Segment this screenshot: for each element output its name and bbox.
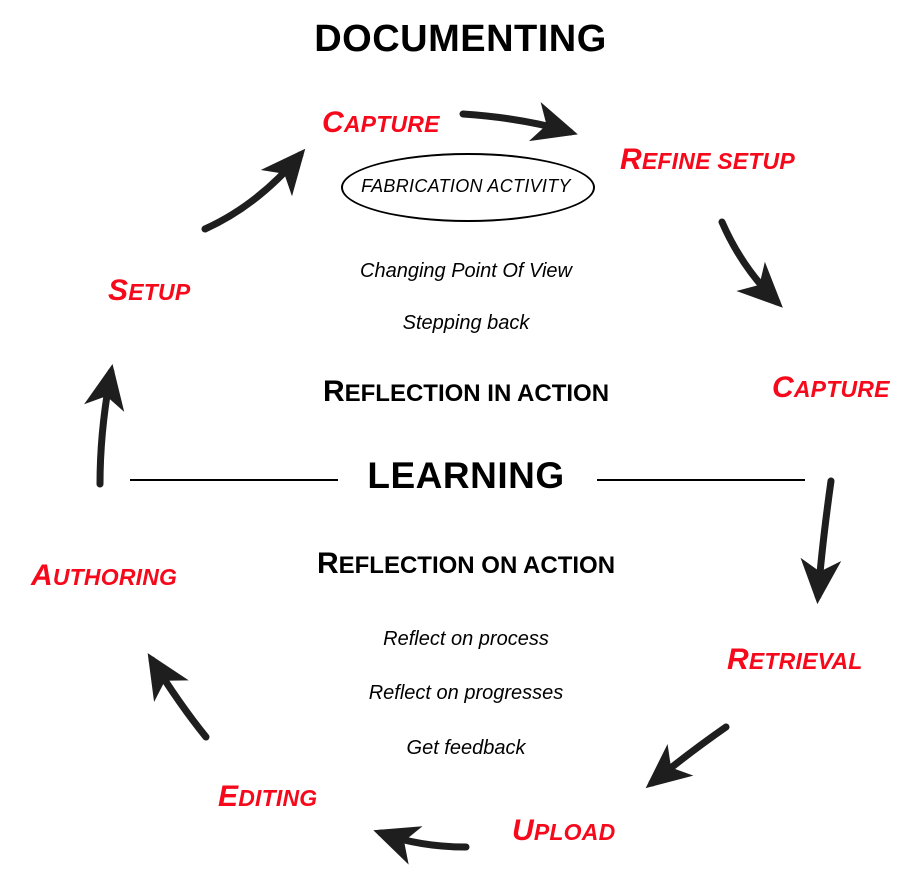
phase-capital: E [218,780,239,813]
phase-label-retrieval: RETRIEVAL [727,645,863,675]
section-capital: R [316,547,339,580]
arrow-retrieval-to-upload [645,723,730,789]
phase-remainder: DITING [238,785,318,811]
note-changing-point-of-view: Changing Point Of View [360,260,572,282]
section-remainder: EFLECTION ON ACTION [338,552,616,579]
diagram-title: DOCUMENTING [314,18,607,60]
phase-capital: C [772,371,794,404]
phase-remainder: APTURE [343,111,440,137]
phase-label-upload: UPLOAD [512,816,615,846]
section-capital: R [322,375,345,408]
phase-remainder: PLOAD [533,819,616,845]
phase-label-refine-setup: REFINE SETUP [620,145,795,175]
arrow-editing-to-authoring [147,653,210,741]
section-reflection-on-action: REFLECTION ON ACTION [317,549,615,579]
arrow-authoring-to-setup [84,363,125,488]
learning-rule-right [597,479,805,481]
arrow-capture-to-retrieval [800,477,842,605]
phase-label-setup: SETUP [108,276,190,306]
note-reflect-on-progresses: Reflect on progresses [368,682,564,704]
arrow-upload-to-editing [373,826,470,865]
fabrication-activity-ellipse [341,153,595,222]
arrow-setup-to-capture [201,148,306,233]
phase-label-capture-right: CAPTURE [772,373,890,403]
section-remainder: EFLECTION IN ACTION [344,380,610,407]
section-reflection-in-action: REFLECTION IN ACTION [323,377,609,407]
phase-remainder: ETRIEVAL [748,648,863,674]
phase-remainder: APTURE [793,376,890,402]
phase-label-editing: EDITING [218,782,317,812]
learning-title: LEARNING [367,455,565,496]
note-reflect-on-process: Reflect on process [383,628,549,650]
phase-capital: S [108,274,129,307]
fabrication-activity-label: FABRICATION ACTIVITY [361,176,571,196]
arrow-capture-to-refine-setup [459,101,578,142]
phase-capital: U [512,814,534,847]
learning-rule-left [130,479,338,481]
phase-label-authoring: AUTHORING [31,561,177,591]
phase-remainder: UTHORING [52,564,178,590]
note-stepping-back: Stepping back [402,312,530,334]
note-get-feedback: Get feedback [406,737,526,759]
phase-capital: R [620,143,642,176]
phase-label-capture-top: CAPTURE [322,108,440,138]
arrow-refine-setup-to-capture [718,218,783,308]
phase-remainder: EFINE SETUP [641,148,795,174]
phase-capital: A [31,559,53,592]
phase-capital: C [322,106,344,139]
phase-capital: R [727,643,749,676]
phase-remainder: ETUP [128,279,191,305]
